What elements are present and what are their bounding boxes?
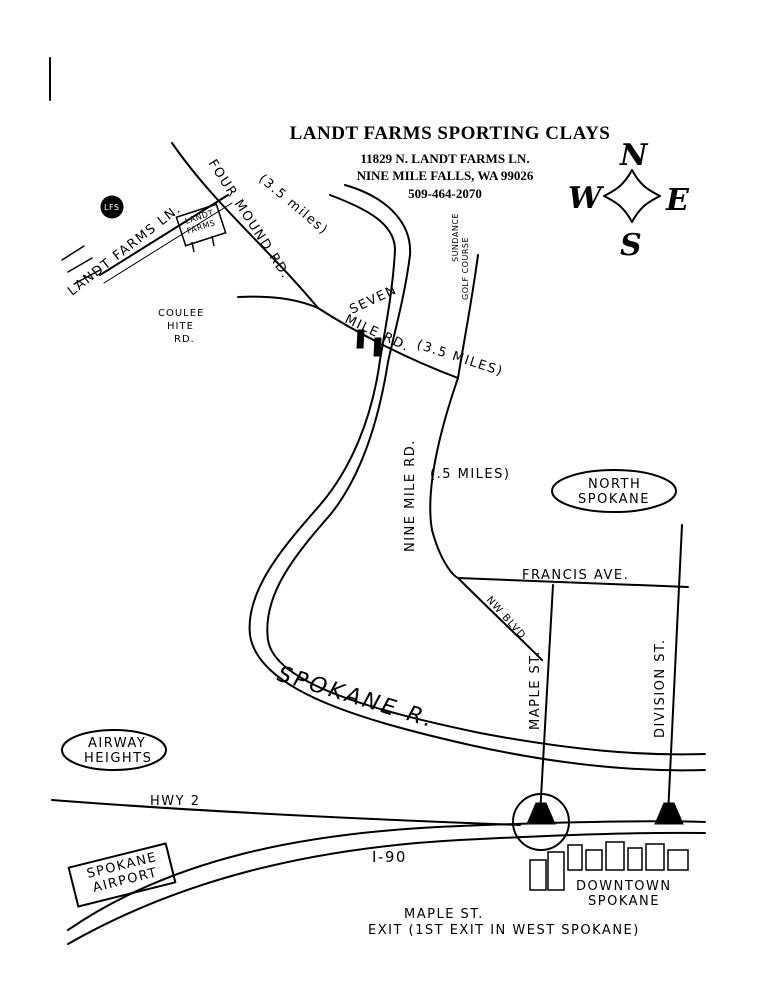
seven-mile-distance-label: (3.5 MILES) (415, 338, 505, 380)
airway-heights-label-2: HEIGHTS (84, 751, 152, 766)
landt-farms-lane-label: LANDT FARMS LN. (65, 201, 184, 299)
seven-mile-road (317, 307, 459, 379)
airway-heights-label-1: AIRWAY (88, 736, 146, 751)
compass-west: W (568, 181, 605, 216)
exit-label-1: MAPLE ST. (404, 907, 484, 922)
north-spokane-oval (551, 469, 677, 513)
compass-north: N (619, 138, 649, 173)
exit-label-2: EXIT (1ST EXIT IN WEST SPOKANE) (368, 923, 640, 938)
spokane-river-south-bank (266, 184, 706, 756)
sundance-label-2: GOLF COURSE (461, 237, 470, 300)
airway-heights-oval (61, 729, 167, 771)
landt-farms-lane-edge (103, 202, 233, 284)
compass-south: S (620, 228, 642, 263)
compass-diamond (603, 169, 661, 223)
nine-mile-road-label: NINE MILE RD. (403, 439, 418, 552)
interstate-90-label: I-90 (372, 848, 407, 866)
landt-farms-sign (175, 203, 227, 253)
nw-boulevard-label: NW BLVD. (484, 595, 531, 645)
coulee-hite-road (237, 295, 319, 309)
seven-mile-bridge-east (373, 337, 382, 357)
downtown-buildings-icon (529, 841, 689, 891)
nine-mile-road (429, 377, 459, 579)
division-bridge (654, 802, 684, 825)
seven-mile-label-1: SEVEN (347, 283, 399, 318)
nw-boulevard (457, 577, 543, 661)
address-line-2: NINE MILE FALLS, WA 99026 (356, 168, 534, 183)
division-street (667, 524, 683, 816)
coulee-hite-label-2: HITE (167, 321, 194, 332)
interstate-90-south-edge (67, 831, 706, 945)
highway-2-label: HWY 2 (150, 794, 200, 809)
division-street-label: DIVISION ST. (653, 638, 668, 738)
target-marks (61, 245, 101, 285)
downtown-label-1: DOWNTOWN (576, 879, 672, 894)
maple-street-label: MAPLE ST. (528, 650, 543, 730)
phone-number: 509-464-2070 (408, 186, 482, 201)
coulee-hite-label-3: RD. (174, 334, 195, 345)
map-title: LANDT FARMS SPORTING CLAYS (289, 123, 611, 144)
four-mound-distance-label: (3.5 miles) (255, 172, 331, 239)
maple-street (539, 584, 554, 816)
spokane-river-north-bank (248, 194, 706, 772)
maple-exit-circle (512, 793, 570, 851)
spokane-airport-box (67, 842, 177, 908)
address-line-1: 11829 N. LANDT FARMS LN. (360, 151, 530, 166)
north-spokane-label-2: SPOKANE (578, 492, 650, 507)
maple-bridge (526, 802, 556, 825)
target-icon (100, 195, 124, 219)
four-mound-road (171, 142, 319, 309)
downtown-label-2: SPOKANE (588, 894, 660, 909)
seven-mile-bridge-west (356, 329, 365, 349)
landt-farms-lane (99, 194, 229, 276)
francis-avenue (457, 577, 689, 588)
spokane-river-label: SPOKANE R. (274, 662, 438, 734)
north-spokane-label-1: NORTH (588, 477, 641, 492)
nine-mile-distance-label: (.5 MILES) (430, 467, 510, 482)
francis-avenue-label: FRANCIS AVE. (522, 568, 629, 583)
highway-2 (51, 799, 521, 826)
interstate-90-north-edge (67, 820, 706, 931)
coulee-hite-label-1: COULEE (158, 308, 204, 319)
compass-east: E (665, 183, 690, 218)
sundance-label-1: SUNDANCE (451, 213, 460, 262)
four-mound-road-label: FOUR MOUND RD. (205, 157, 294, 282)
sundance-road (457, 254, 479, 379)
target-label: LFS (104, 203, 120, 212)
